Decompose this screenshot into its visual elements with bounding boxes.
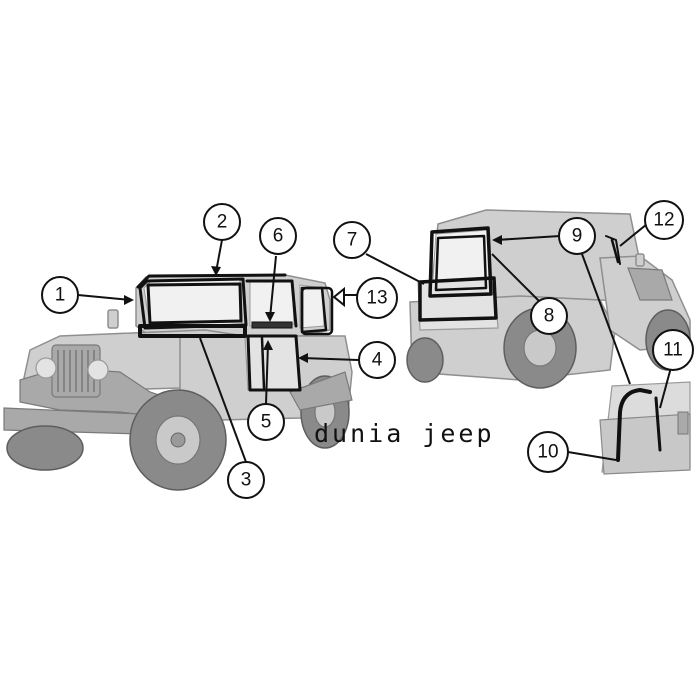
callout-6: 6: [259, 217, 297, 255]
callout-1: 1: [41, 276, 79, 314]
watermark-text: dunia jeep: [314, 419, 495, 448]
svg-text:3: 3: [241, 470, 252, 491]
leader-lines: [77, 223, 674, 463]
svg-text:5: 5: [261, 412, 272, 433]
callout-9: 9: [558, 217, 596, 255]
callout-4: 4: [358, 341, 396, 379]
svg-text:9: 9: [572, 226, 583, 247]
callout-8: 8: [530, 297, 568, 335]
callout-13: 13: [356, 277, 398, 319]
callout-7: 7: [333, 221, 371, 259]
callout-2: 2: [203, 203, 241, 241]
callout-10: 10: [527, 431, 569, 473]
callout-5: 5: [247, 403, 285, 441]
callout-11: 11: [652, 329, 694, 371]
svg-text:13: 13: [366, 288, 387, 309]
svg-text:6: 6: [273, 226, 284, 247]
svg-text:8: 8: [544, 306, 555, 327]
callout-3: 3: [227, 461, 265, 499]
svg-text:2: 2: [217, 212, 228, 233]
svg-text:4: 4: [372, 350, 383, 371]
corner-seal-detail-inset: [599, 381, 691, 475]
svg-text:7: 7: [347, 230, 358, 251]
svg-text:1: 1: [55, 285, 66, 306]
callout-12: 12: [644, 200, 684, 240]
svg-text:10: 10: [537, 442, 558, 463]
svg-text:11: 11: [663, 340, 683, 361]
svg-text:12: 12: [653, 210, 674, 231]
right-jeep-seals: [418, 226, 621, 322]
